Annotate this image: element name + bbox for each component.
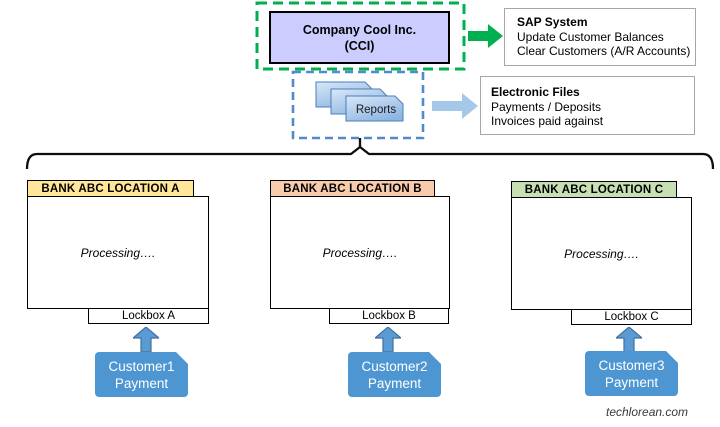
lockbox-b-label: Lockbox B	[362, 310, 416, 322]
lockbox-b: Lockbox B	[329, 308, 449, 324]
reports-stack-icon: Reports	[315, 81, 404, 122]
sap-line-1: Update Customer Balances	[517, 29, 664, 44]
arrow-shape	[432, 93, 478, 119]
customer3-name: Customer3	[598, 357, 665, 373]
bank-b-body: Processing….	[270, 196, 450, 309]
lockbox-c-label: Lockbox C	[604, 311, 659, 323]
customer1-name: Customer1	[108, 358, 175, 374]
lockbox-a-label: Lockbox A	[121, 310, 176, 322]
arrow-shape	[133, 327, 159, 352]
customer1-payment-box: Customer1 Payment	[95, 352, 188, 397]
watermark: techlorean.com	[606, 405, 689, 419]
electronic-files-line-1: Payments / Deposits	[491, 99, 602, 114]
up-arrow-icon-3	[616, 327, 642, 352]
report-card-front	[345, 95, 404, 122]
customer2-payment-label: Payment	[367, 375, 422, 391]
lockbox-c: Lockbox C	[571, 309, 692, 325]
customer3-payment-label: Payment	[604, 374, 659, 390]
bank-c-body: Processing….	[511, 197, 692, 310]
bank-c-title: BANK ABC LOCATION C	[524, 183, 664, 196]
bank-b-title: BANK ABC LOCATION B	[283, 182, 422, 195]
sap-system-box: SAP System Update Customer Balances Clea…	[504, 8, 696, 66]
blue-dashed-border	[291, 70, 425, 140]
up-arrow-icon-2	[375, 327, 401, 352]
customer1-payment-label: Payment	[114, 375, 169, 391]
electronic-files-title: Electronic Files	[491, 85, 580, 99]
bank-b-header: BANK ABC LOCATION B	[270, 180, 435, 197]
reports-label: Reports	[356, 104, 397, 116]
sap-line-2: Clear Customers (A/R Accounts)	[517, 44, 691, 58]
customer2-name: Customer2	[361, 358, 428, 374]
electronic-files-box: Electronic Files Payments / Deposits Inv…	[480, 76, 695, 135]
arrow-shape	[375, 327, 401, 352]
company-name: Company Cool Inc.	[302, 22, 417, 37]
bank-c-header: BANK ABC LOCATION C	[511, 181, 677, 198]
company-dashed-frame	[255, 1, 466, 71]
electronic-files-line-2: Invoices paid against	[491, 114, 604, 128]
bracket-connector	[25, 138, 715, 170]
bank-a-header: BANK ABC LOCATION A	[27, 180, 194, 197]
green-dashed-border	[255, 1, 466, 71]
reports-dashed-frame	[291, 70, 425, 140]
company-box: Company Cool Inc. (CCI)	[269, 11, 450, 64]
customer3-payment-box: Customer3 Payment	[585, 351, 678, 396]
green-right-arrow-icon	[468, 24, 503, 48]
bank-a-title: BANK ABC LOCATION A	[41, 182, 180, 195]
lockbox-a: Lockbox A	[88, 308, 209, 324]
blue-right-arrow-icon	[432, 93, 478, 119]
arrow-shape	[616, 327, 642, 352]
bank-a-processing-text: Processing….	[80, 245, 156, 260]
bank-a-body: Processing….	[27, 196, 209, 309]
bank-b-processing-text: Processing….	[322, 245, 398, 260]
customer2-payment-box: Customer2 Payment	[348, 352, 441, 397]
bracket-path	[25, 138, 715, 170]
bank-c-processing-text: Processing….	[564, 246, 639, 261]
company-abbr: (CCI)	[344, 38, 375, 53]
up-arrow-icon-1	[133, 327, 159, 352]
sap-title: SAP System	[517, 15, 588, 29]
arrow-shape	[468, 24, 503, 48]
